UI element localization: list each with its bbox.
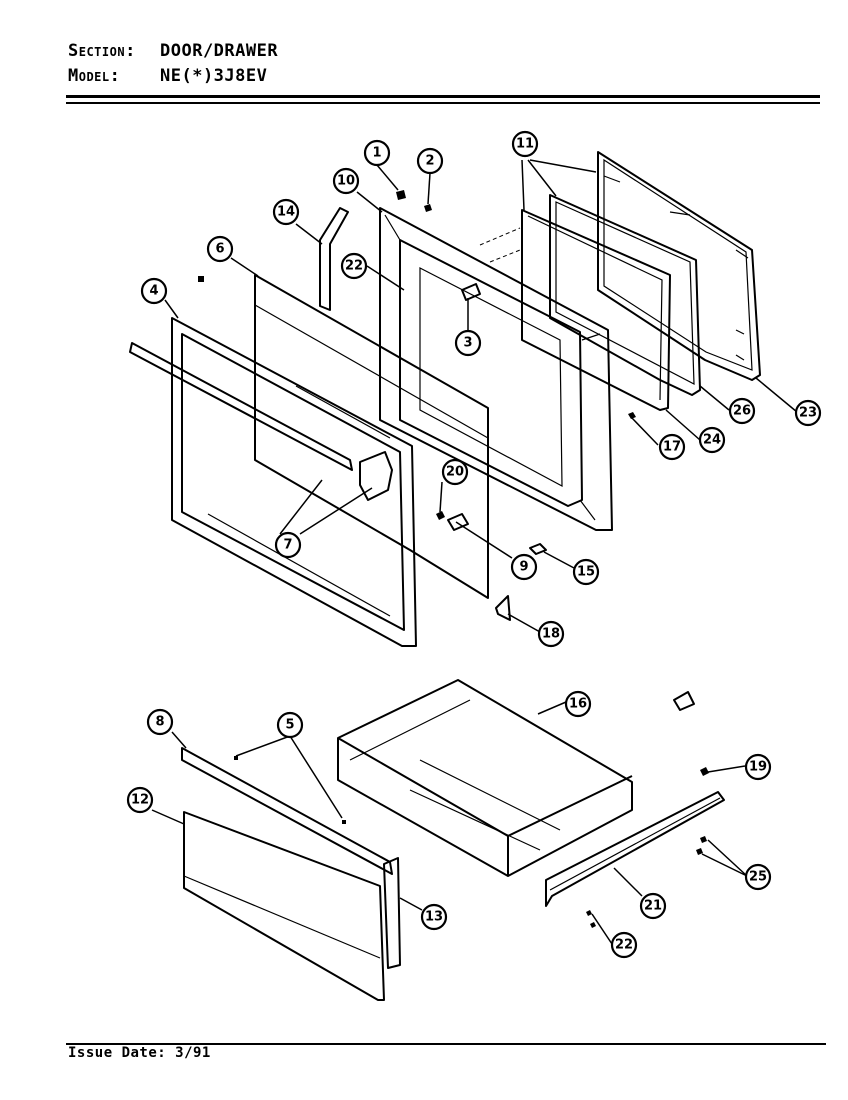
- part-7-door-handle: [129, 342, 393, 501]
- footer-rule: [66, 1043, 826, 1045]
- part-21-drawer-rail: [545, 791, 725, 907]
- svg-text:20: 20: [446, 465, 464, 480]
- svg-text:8: 8: [155, 715, 164, 730]
- part-24-inner-glass: [521, 209, 671, 411]
- part-20-screw: [436, 511, 445, 520]
- svg-text:4: 4: [149, 284, 158, 299]
- svg-text:1: 1: [372, 146, 381, 161]
- callout-10: 10: [332, 167, 360, 195]
- part-4-outer-door-frame: [171, 317, 417, 647]
- callout-24: 24: [698, 426, 726, 454]
- part-17-screw: [628, 412, 636, 419]
- part-14-side-strip: [319, 207, 349, 311]
- part-25-screws: [696, 836, 707, 855]
- model-key: Model:: [68, 66, 121, 86]
- svg-text:26: 26: [733, 404, 751, 419]
- callout-22-drawer: 22: [610, 931, 638, 959]
- part-13-end-cap: [383, 857, 401, 969]
- header-rule-thin: [66, 102, 820, 104]
- part-3-hinge-bracket: [461, 283, 481, 301]
- part-2-screw: [424, 204, 432, 212]
- callout-9: 9: [510, 553, 538, 581]
- svg-text:3: 3: [463, 336, 472, 351]
- callout-14: 14: [272, 198, 300, 226]
- callout-4: 4: [140, 277, 168, 305]
- callout-6: 6: [206, 235, 234, 263]
- callout-22-door: 22: [340, 252, 368, 280]
- section-value: DOOR/DRAWER: [160, 41, 279, 61]
- svg-text:7: 7: [283, 538, 292, 553]
- model-value: NE(*)3J8EV: [160, 66, 268, 86]
- callout-7: 7: [274, 531, 302, 559]
- loose-screw: [198, 276, 204, 282]
- callout-12: 12: [126, 786, 154, 814]
- svg-text:23: 23: [799, 406, 817, 421]
- hidden-edge-dashes: [479, 227, 521, 263]
- part-18-bracket: [495, 595, 511, 621]
- part-26-glass-frame: [549, 194, 701, 396]
- svg-text:18: 18: [542, 627, 560, 642]
- svg-text:22: 22: [615, 938, 633, 953]
- issue-date: Issue Date: 3/91: [68, 1045, 211, 1061]
- svg-text:25: 25: [749, 870, 767, 885]
- svg-text:21: 21: [644, 899, 662, 914]
- part-6-insulation-sheet: [254, 274, 489, 599]
- svg-text:15: 15: [577, 565, 595, 580]
- callout-23: 23: [794, 399, 822, 427]
- svg-text:17: 17: [663, 440, 681, 455]
- leader-lines: [151, 159, 798, 945]
- callout-26: 26: [728, 397, 756, 425]
- svg-text:11: 11: [516, 137, 534, 152]
- section-heading: Section: DOOR/DRAWER: [68, 41, 278, 61]
- callout-17: 17: [658, 433, 686, 461]
- svg-text:10: 10: [337, 174, 355, 189]
- callout-16: 16: [564, 690, 592, 718]
- callout-2: 2: [416, 147, 444, 175]
- svg-text:13: 13: [425, 910, 443, 925]
- part-1-screw: [396, 190, 406, 200]
- svg-text:5: 5: [285, 718, 294, 733]
- part-15-bumper: [529, 543, 547, 555]
- part-12-drawer-front: [183, 811, 385, 1001]
- svg-text:19: 19: [749, 760, 767, 775]
- svg-text:24: 24: [703, 433, 721, 448]
- model-heading: Model: NE(*)3J8EV: [68, 66, 267, 86]
- callout-11: 11: [511, 130, 539, 158]
- header-rule-thick: [66, 95, 820, 98]
- svg-text:6: 6: [215, 242, 224, 257]
- svg-text:14: 14: [277, 205, 295, 220]
- svg-text:9: 9: [519, 560, 528, 575]
- part-23-outer-door-back: [597, 151, 761, 381]
- callout-20: 20: [441, 458, 469, 486]
- callout-5: 5: [276, 711, 304, 739]
- part-8-drawer-trim: [181, 747, 393, 875]
- callout-1: 1: [363, 139, 391, 167]
- callout-3: 3: [454, 329, 482, 357]
- section-key: Section:: [68, 41, 136, 61]
- part-19-clip: [673, 691, 695, 711]
- part-22-drawer-screws: [586, 910, 596, 928]
- callout-21: 21: [639, 892, 667, 920]
- svg-text:22: 22: [345, 259, 363, 274]
- callout-25: 25: [744, 863, 772, 891]
- callout-19: 19: [744, 753, 772, 781]
- part-19-screw: [700, 767, 709, 776]
- callout-8: 8: [146, 708, 174, 736]
- svg-text:16: 16: [569, 697, 587, 712]
- callout-13: 13: [420, 903, 448, 931]
- part-10-door-liner: [379, 207, 613, 531]
- callout-18: 18: [537, 620, 565, 648]
- svg-text:12: 12: [131, 793, 149, 808]
- callout-15: 15: [572, 558, 600, 586]
- part-16-drawer-body: [337, 679, 633, 877]
- part-9-clip: [447, 513, 469, 531]
- part-5-screws: [234, 756, 346, 824]
- svg-text:2: 2: [425, 154, 434, 169]
